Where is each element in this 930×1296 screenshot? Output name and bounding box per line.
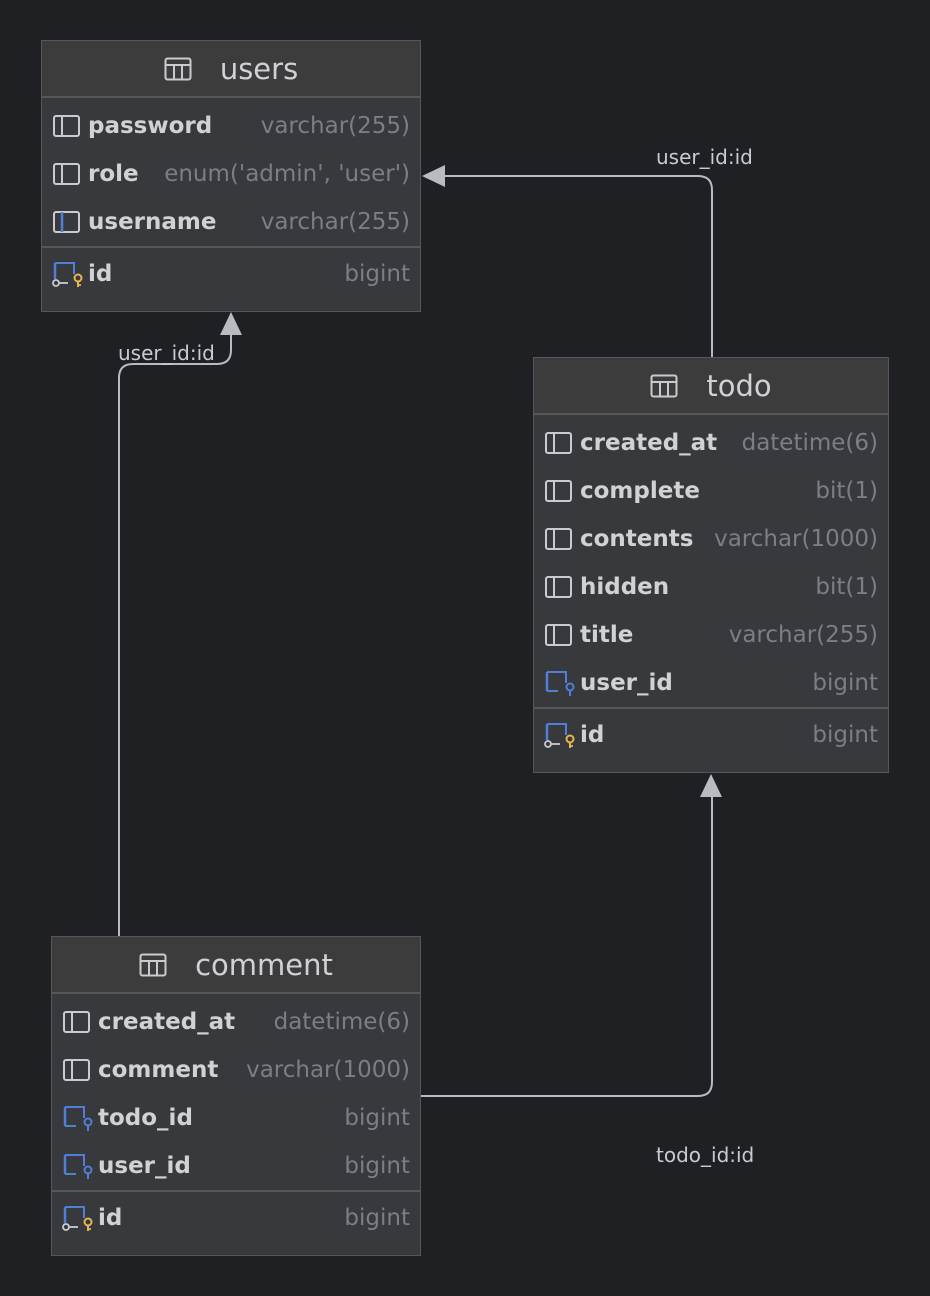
column-name: created_at [580,430,718,456]
edge-todo-users [440,175,713,357]
column-icon [544,525,576,553]
column-type: bit(1) [815,478,878,504]
foreign-key-icon [544,669,576,697]
primary-key-icon [544,721,576,749]
column-name: id [88,261,113,287]
todo-column-row[interactable]: title varchar(255) [534,611,888,659]
column-type: bigint [812,722,878,748]
column-name: todo_id [98,1105,193,1131]
column-type: varchar(255) [728,622,878,648]
column-name: password [88,113,213,139]
comment-pk-row[interactable]: id bigint [52,1190,420,1244]
todo-column-row[interactable]: hidden bit(1) [534,563,888,611]
column-icon [62,1056,94,1084]
table-name: todo [706,368,772,403]
users-pk-row[interactable]: id bigint [42,246,420,300]
arrowhead-users-right [422,165,445,187]
comment-column-row[interactable]: todo_id bigint [52,1094,420,1142]
arrowhead-todo-bottom [700,774,722,797]
column-icon [62,1008,94,1036]
todo-pk-row[interactable]: id bigint [534,707,888,761]
table-name: comment [195,947,333,982]
column-icon [544,429,576,457]
column-name: comment [98,1057,219,1083]
column-type: bigint [344,1153,410,1179]
column-type: bigint [344,1205,410,1231]
edge-label-comment-todo: todo_id:id [656,1143,755,1167]
column-type: bigint [344,261,410,287]
arrowhead-users-bottom [220,312,242,335]
column-name: user_id [580,670,673,696]
column-name: created_at [98,1009,236,1035]
column-name: contents [580,526,694,552]
column-name: title [580,622,634,648]
table-icon [650,374,692,398]
unique-column-icon [52,208,84,236]
users-column-row[interactable]: role enum('admin', 'user') [42,150,420,198]
column-icon [544,477,576,505]
table-users[interactable]: users password varchar(255) role enum('admin… [41,40,421,312]
column-icon [52,160,84,188]
column-type: varchar(1000) [714,526,878,552]
table-icon [139,953,181,977]
column-type: bigint [344,1105,410,1131]
column-type: enum('admin', 'user') [164,161,410,187]
column-icon [544,621,576,649]
column-type: varchar(1000) [246,1057,410,1083]
table-icon [164,57,206,81]
column-name: hidden [580,574,670,600]
column-name: id [580,722,605,748]
edge-comment-todo [421,793,713,1097]
column-type: varchar(255) [260,209,410,235]
comment-column-row[interactable]: comment varchar(1000) [52,1046,420,1094]
column-name: role [88,161,139,187]
column-type: datetime(6) [273,1009,410,1035]
column-icon [544,573,576,601]
foreign-key-icon [62,1104,94,1132]
users-column-row[interactable]: password varchar(255) [42,102,420,150]
column-type: bit(1) [815,574,878,600]
todo-column-row[interactable]: created_at datetime(6) [534,419,888,467]
column-type: bigint [812,670,878,696]
todo-column-row[interactable]: complete bit(1) [534,467,888,515]
comment-table-header[interactable]: comment [52,937,420,994]
table-comment[interactable]: comment created_at datetime(6) comment varch… [51,936,421,1256]
primary-key-icon [62,1204,94,1232]
users-table-header[interactable]: users [42,41,420,98]
primary-key-icon [52,260,84,288]
column-name: user_id [98,1153,191,1179]
users-column-row[interactable]: username varchar(255) [42,198,420,246]
column-name: complete [580,478,700,504]
foreign-key-icon [62,1152,94,1180]
column-name: id [98,1205,123,1231]
comment-column-row[interactable]: user_id bigint [52,1142,420,1190]
column-icon [52,112,84,140]
todo-column-row[interactable]: contents varchar(1000) [534,515,888,563]
table-name: users [219,51,299,86]
comment-column-row[interactable]: created_at datetime(6) [52,998,420,1046]
edge-label-comment-users: user_id:id [118,341,215,365]
todo-table-header[interactable]: todo [534,358,888,415]
column-type: datetime(6) [741,430,878,456]
edge-comment-users [118,330,232,937]
edge-label-todo-users: user_id:id [656,145,753,169]
column-type: varchar(255) [260,113,410,139]
column-name: username [88,209,217,235]
todo-column-row[interactable]: user_id bigint [534,659,888,707]
